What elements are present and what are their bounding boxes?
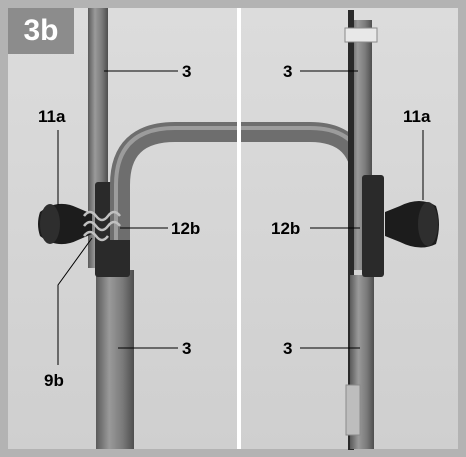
- panel-divider: [237, 8, 241, 449]
- callout-3-top-left: 3: [182, 62, 192, 81]
- callout-9b: 9b: [44, 371, 64, 390]
- right-bracket: [362, 175, 384, 277]
- figure-number-badge: 3b: [8, 8, 74, 54]
- callout-12b-left: 12b: [171, 219, 201, 238]
- left-spring: [83, 210, 121, 242]
- callout-3-top-right: 3: [283, 62, 293, 81]
- callout-11a-left: 11a: [38, 107, 66, 126]
- left-arch: [110, 122, 237, 240]
- left-lower-tube: [96, 270, 134, 449]
- leader-9b: [57, 237, 93, 365]
- right-cable: [348, 10, 354, 450]
- callout-3-bottom-left: 3: [182, 339, 192, 358]
- callout-12b-right: 12b: [271, 219, 301, 238]
- callout-3-bottom-right: 3: [283, 339, 293, 358]
- callout-11a-right: 11a: [403, 107, 431, 126]
